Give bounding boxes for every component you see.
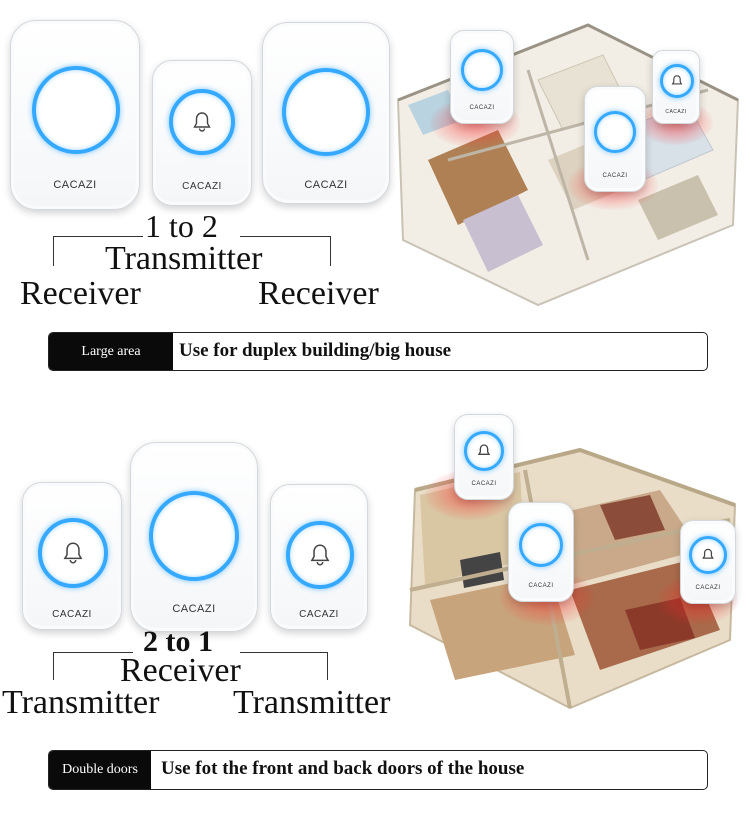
brand-logo: CACAZI bbox=[299, 609, 339, 620]
section-1-right-label: Receiver bbox=[258, 275, 379, 312]
bell-icon bbox=[702, 548, 714, 559]
brand-logo: CACAZI bbox=[304, 179, 348, 191]
brand-logo: CACAZI bbox=[53, 179, 97, 191]
transmitter-ring bbox=[660, 64, 694, 98]
receiver-ring bbox=[594, 111, 636, 153]
bell-icon bbox=[671, 75, 683, 85]
transmitter-ring bbox=[38, 518, 108, 588]
receiver-device-right: CACAZI bbox=[262, 22, 390, 204]
transmitter-ring bbox=[689, 536, 727, 574]
transmitter-ring bbox=[286, 521, 354, 589]
bracket-line-left bbox=[53, 652, 133, 653]
bell-icon bbox=[477, 444, 491, 455]
transmitter-ring bbox=[169, 89, 235, 155]
receiver-device-center: CACAZI bbox=[130, 442, 258, 632]
transmitter-device-center: CACAZI bbox=[152, 60, 252, 206]
brand-logo: CACAZI bbox=[471, 481, 497, 487]
brand-logo: CACAZI bbox=[52, 609, 92, 620]
transmitter-device-small: CACAZI bbox=[652, 50, 700, 124]
receiver-ring bbox=[282, 68, 370, 156]
brand-logo: CACAZI bbox=[695, 585, 721, 591]
bell-icon bbox=[310, 544, 330, 566]
banner-tag: Double doors bbox=[49, 751, 151, 789]
banner-tag: Large area bbox=[49, 333, 173, 370]
transmitter-device-left: CACAZI bbox=[22, 482, 122, 630]
banner-large-area: Large area Use for duplex building/big h… bbox=[48, 332, 708, 371]
section-2-title: 2 to 1 bbox=[143, 625, 213, 658]
receiver-device-left: CACAZI bbox=[10, 20, 140, 210]
banner-text: Use for duplex building/big house bbox=[179, 340, 452, 361]
brand-logo: CACAZI bbox=[172, 603, 216, 615]
receiver-ring bbox=[461, 49, 503, 91]
bracket-line-left-drop bbox=[53, 236, 54, 266]
section-2-left-label: Transmitter bbox=[2, 684, 160, 721]
section-2-right-label: Transmitter bbox=[233, 684, 391, 721]
house-cutaway-image: CACAZI CACAZI CACAZI bbox=[400, 410, 744, 710]
bracket-line-left bbox=[53, 236, 143, 237]
house-floorplan-image: CACAZI CACAZI CACAZI bbox=[388, 10, 744, 310]
bracket-line-left-drop bbox=[53, 652, 54, 680]
brand-logo: CACAZI bbox=[528, 583, 554, 589]
receiver-device-small: CACAZI bbox=[584, 86, 646, 192]
bracket-line-right bbox=[240, 236, 331, 237]
brand-logo: CACAZI bbox=[602, 173, 628, 179]
section-1-title: 1 to 2 bbox=[145, 208, 218, 244]
transmitter-device-small: CACAZI bbox=[680, 520, 736, 604]
section-1-center-label: Transmitter bbox=[105, 240, 263, 277]
receiver-ring bbox=[149, 491, 239, 581]
bracket-line-right-drop bbox=[330, 236, 331, 266]
section-2-center-label: Receiver bbox=[120, 652, 241, 689]
bell-icon bbox=[193, 112, 211, 132]
section-1-left-label: Receiver bbox=[20, 275, 141, 312]
transmitter-ring bbox=[464, 431, 504, 471]
brand-logo: CACAZI bbox=[665, 109, 687, 115]
banner-double-doors: Double doors Use fot the front and back … bbox=[48, 750, 708, 790]
receiver-device-small: CACAZI bbox=[450, 30, 514, 124]
transmitter-device-right: CACAZI bbox=[270, 484, 368, 630]
brand-logo: CACAZI bbox=[182, 181, 222, 192]
receiver-ring bbox=[519, 523, 563, 567]
banner-text: Use fot the front and back doors of the … bbox=[161, 758, 525, 779]
brand-logo: CACAZI bbox=[469, 105, 495, 111]
receiver-ring bbox=[32, 66, 120, 154]
transmitter-device-small: CACAZI bbox=[454, 414, 514, 500]
bracket-line-right-drop bbox=[327, 652, 328, 680]
bracket-line-right bbox=[240, 652, 328, 653]
receiver-device-small: CACAZI bbox=[508, 502, 574, 602]
bell-icon bbox=[63, 542, 83, 564]
